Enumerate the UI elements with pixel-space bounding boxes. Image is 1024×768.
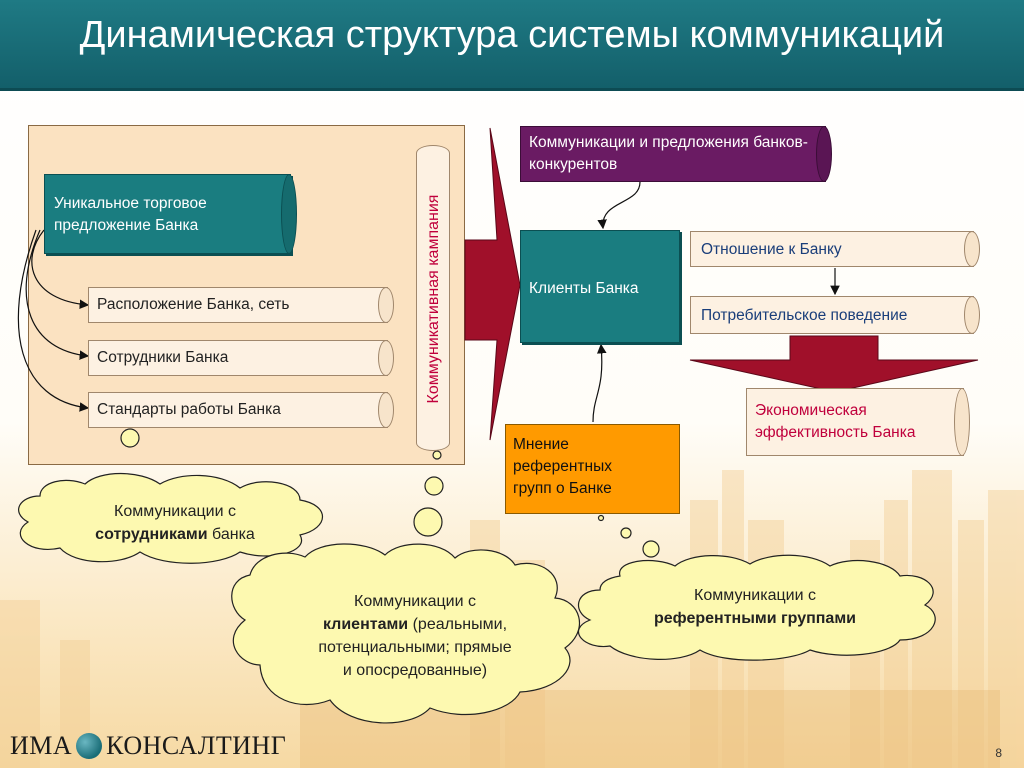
globe-icon — [76, 733, 103, 759]
cloud-clients — [231, 543, 581, 724]
reference-opinion-box: Мнение референтных групп о Банке — [505, 424, 680, 514]
cloud-clients-line1: Коммуникации с — [354, 593, 476, 610]
cloud-groups-line1: Коммуникации с — [694, 587, 816, 604]
thought-bubble-small — [413, 507, 443, 537]
efficiency-box: Экономическая эффективность Банка — [746, 388, 970, 456]
logo-text-right: КОНСАЛТИНГ — [106, 731, 287, 760]
thought-bubble-small — [642, 540, 660, 558]
clients-label: Клиенты Банка — [529, 280, 639, 297]
connector-usp-standards — [17, 229, 90, 412]
attitude-box: Отношение к Банку — [690, 231, 980, 267]
cloud-groups-text: Коммуникации с референтными группами — [630, 584, 880, 630]
standards-box: Стандарты работы Банка — [88, 392, 394, 428]
campaign-cylinder: Коммуникативная кампания — [416, 145, 450, 451]
cloud-employees-text: Коммуникации с сотрудниками банка — [55, 500, 295, 546]
connector-reference-clients — [592, 343, 607, 423]
behavior-box: Потребительское поведение — [690, 296, 980, 334]
cloud-clients-line3: потенциальными; прямые — [318, 639, 512, 656]
cloud-clients-line4: и опосредованные) — [342, 662, 488, 679]
usp-box: Уникальное торговое предложение Банка — [44, 174, 297, 254]
logo-text-left: ИМА — [10, 731, 73, 760]
location-box: Расположение Банка, сеть — [88, 287, 394, 323]
competitors-label: Коммуникации и предложения банков-конкур… — [529, 134, 808, 173]
behavior-label: Потребительское поведение — [701, 307, 908, 324]
cloud-clients-text: Коммуникации с клиентами (реальными, пот… — [290, 590, 540, 682]
connector-competitors-clients — [597, 181, 641, 230]
header-bar: Динамическая структура системы коммуника… — [0, 0, 1024, 91]
reference-opinion-label: Мнение референтных групп о Банке — [513, 436, 612, 497]
attitude-label: Отношение к Банку — [701, 241, 842, 258]
clients-box: Клиенты Банка — [520, 230, 680, 343]
staff-box: Сотрудники Банка — [88, 340, 394, 376]
competitors-box: Коммуникации и предложения банков-конкур… — [520, 126, 832, 182]
behavior-efficiency-arrow — [689, 335, 979, 393]
cloud-employees-post: банка — [212, 526, 255, 543]
company-logo: ИМА КОНСАЛТИНГ — [10, 730, 286, 762]
standards-label: Стандарты работы Банка — [97, 401, 281, 418]
thought-bubble-small — [432, 450, 442, 460]
cloud-clients-post: (реальными, — [412, 616, 508, 633]
cloud-groups-bold: референтными группами — [654, 610, 856, 627]
page-title: Динамическая структура системы коммуника… — [79, 14, 945, 56]
connector-usp-staff — [25, 229, 90, 360]
connector-usp-location — [31, 229, 90, 310]
campaign-label: Коммуникативная кампания — [425, 194, 442, 404]
staff-label: Сотрудники Банка — [97, 349, 229, 366]
thought-bubble-small — [424, 476, 444, 496]
efficiency-label: Экономическая эффективность Банка — [755, 402, 916, 441]
location-label: Расположение Банка, сеть — [97, 296, 290, 313]
page-number: 8 — [995, 746, 1002, 760]
cloud-clients-bold: клиентами — [322, 616, 409, 633]
thought-bubble-dot — [597, 514, 605, 522]
thought-bubble-small — [120, 428, 140, 448]
thought-bubble-small — [620, 527, 632, 539]
cloud-employees-bold: сотрудниками — [95, 526, 208, 543]
usp-label: Уникальное торговое предложение Банка — [54, 195, 207, 234]
cloud-employees — [18, 472, 324, 564]
cloud-employees-line1: Коммуникации с — [114, 503, 236, 520]
campaign-arrow — [464, 127, 521, 441]
cloud-groups — [577, 554, 936, 661]
